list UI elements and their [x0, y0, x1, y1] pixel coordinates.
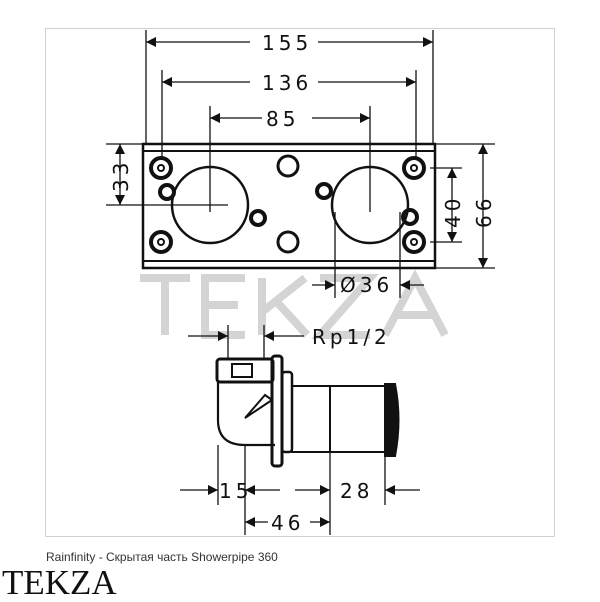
front-view	[106, 30, 495, 298]
dim-28: 28	[340, 479, 373, 503]
dim-rp12: Rp1/2	[312, 325, 391, 349]
watermark	[140, 269, 449, 339]
mount-bolts	[149, 156, 426, 254]
dim-15: 15	[219, 479, 252, 503]
dim-diameter-36: Ø36	[340, 273, 393, 297]
dim-136: 136	[262, 71, 312, 95]
dim-155: 155	[262, 31, 312, 55]
dim-33: 33	[109, 159, 133, 192]
left-outlet-hole	[170, 165, 250, 245]
tekza-logo[interactable]: TEKZA	[2, 563, 117, 602]
dim-46: 46	[271, 511, 304, 535]
image-caption: Rainfinity - Скрытая часть Showerpipe 36…	[46, 550, 278, 564]
image-frame	[45, 28, 555, 537]
dimension-labels: 155 136 85 33 40 66 Ø36 Rp1/2 15 28 46	[109, 31, 496, 535]
dim-85: 85	[266, 107, 299, 131]
side-view	[180, 325, 420, 535]
dim-40: 40	[441, 195, 465, 228]
dim-66: 66	[472, 195, 496, 228]
right-outlet-hole	[330, 165, 410, 245]
